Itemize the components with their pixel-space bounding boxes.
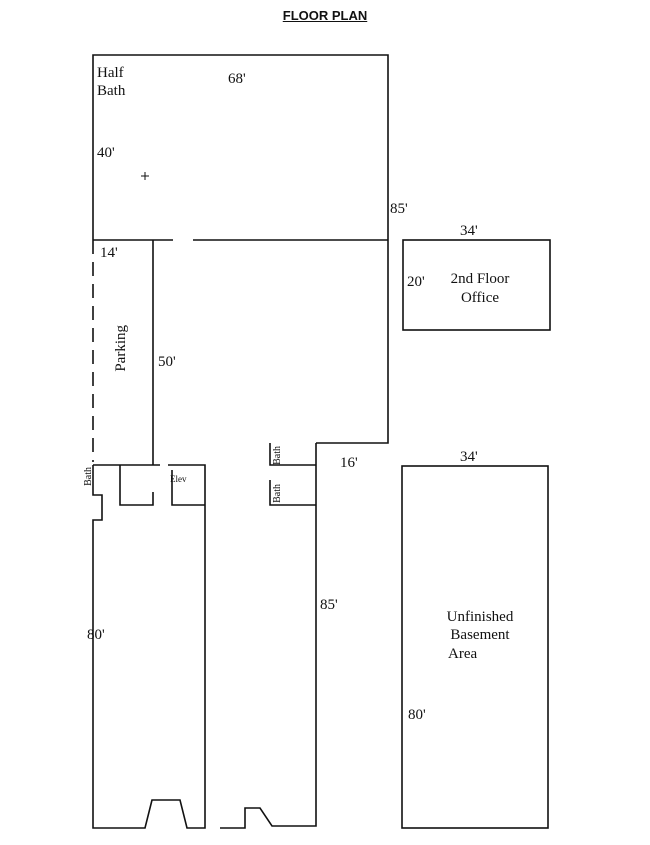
lower-left-bath-label: Bath — [83, 467, 94, 486]
office-walls — [402, 239, 551, 331]
lower-middle-bath-label-2: Bath — [272, 484, 283, 503]
main-depth-right-dimension: 85' — [390, 201, 408, 217]
page-title: FLOOR PLAN — [282, 8, 368, 23]
parking-depth-dimension: 50' — [158, 354, 176, 370]
elevator-label: Elev — [170, 474, 187, 484]
main-depth-left-dimension: 40' — [97, 145, 115, 161]
half-bath-label-1: Half — [97, 65, 124, 81]
basement-width-dimension: 34' — [460, 449, 478, 465]
lower-middle-walls — [220, 443, 317, 829]
lower-left-walls — [92, 464, 206, 829]
basement-label-3: Area — [448, 646, 478, 662]
basement-label-2: Basement — [450, 627, 510, 643]
office-label-2: Office — [460, 290, 500, 306]
office-width-dimension: 34' — [460, 223, 478, 239]
lower-middle-width-dimension: 16' — [340, 455, 358, 471]
parking-width-dimension: 14' — [100, 245, 118, 261]
main-floor-walls — [92, 54, 389, 465]
office-label-1: 2nd Floor — [450, 271, 510, 287]
basement-label-1: Unfinished — [446, 609, 514, 625]
main-width-dimension: 68' — [228, 71, 246, 87]
basement-walls — [401, 465, 549, 829]
office-depth-dimension: 20' — [407, 274, 425, 290]
half-bath-label-2: Bath — [97, 83, 126, 99]
lower-middle-bath-label-1: Bath — [272, 446, 283, 465]
parking-label: Parking — [113, 325, 129, 372]
lower-middle-depth-dimension: 85' — [320, 597, 338, 613]
basement-depth-dimension: 80' — [408, 707, 426, 723]
lower-left-depth-dimension: 80' — [87, 627, 105, 643]
